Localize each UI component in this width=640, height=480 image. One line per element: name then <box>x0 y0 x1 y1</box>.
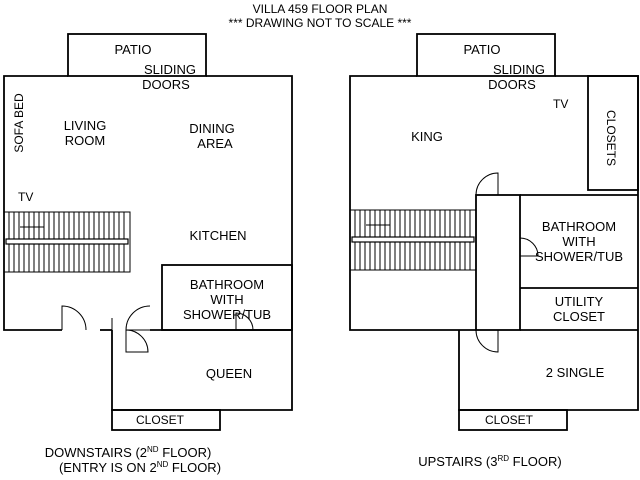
downstairs-plan: PATIO SLIDING DOORS SOFA BED LIVING ROOM… <box>3 33 293 475</box>
downstairs-entry-door-right <box>125 305 151 331</box>
upstairs-closets <box>587 75 639 191</box>
downstairs-sofa-bed-label: SOFA BED <box>12 93 26 153</box>
downstairs-outer-wall <box>3 75 68 331</box>
downstairs-dining-label-2: AREA <box>197 136 233 151</box>
downstairs-caption-2: (ENTRY IS ON 2ND FLOOR) <box>59 460 221 475</box>
downstairs-queen-door <box>125 329 149 353</box>
upstairs-tv-label: TV <box>553 97 568 111</box>
downstairs-outer-wall-top-right <box>206 75 293 330</box>
plan-subtitle: *** DRAWING NOT TO SCALE *** <box>229 16 412 30</box>
downstairs-dining-label-1: DINING <box>189 121 235 136</box>
upstairs-closets-label: CLOSETS <box>604 110 618 166</box>
downstairs-caption-1: DOWNSTAIRS (2ND FLOOR) <box>45 445 212 460</box>
upstairs-outer-wall-right <box>555 75 639 330</box>
downstairs-bath-label-1: BATHROOM <box>190 277 264 292</box>
upstairs-bath-label-3: SHOWER/TUB <box>535 249 623 264</box>
upstairs-plan: PATIO SLIDING DOORS TV CLOSETS KING <box>349 33 639 469</box>
downstairs-closet <box>111 409 221 431</box>
upstairs-closet-label: CLOSET <box>485 413 534 427</box>
upstairs-hall-door-top <box>475 172 499 196</box>
downstairs-closet-label: CLOSET <box>136 413 185 427</box>
upstairs-caption: UPSTAIRS (3RD FLOOR) <box>418 454 562 469</box>
upstairs-utility-label-1: UTILITY <box>555 294 604 309</box>
downstairs-sliding-label-1: SLIDING <box>144 62 196 77</box>
downstairs-kitchen-label: KITCHEN <box>189 228 246 243</box>
upstairs-patio-label: PATIO <box>463 42 500 57</box>
downstairs-staircase <box>3 211 131 273</box>
upstairs-bath-door <box>519 237 539 257</box>
downstairs-living-label-2: ROOM <box>65 133 105 148</box>
upstairs-closet <box>458 409 568 431</box>
upstairs-single-label: 2 SINGLE <box>546 365 605 380</box>
downstairs-sliding-label-2: DOORS <box>142 77 190 92</box>
upstairs-king-label: KING <box>411 129 443 144</box>
upstairs-staircase <box>349 209 477 271</box>
upstairs-bath-label-2: WITH <box>562 234 595 249</box>
downstairs-bath-label-3: SHOWER/TUB <box>183 307 271 322</box>
downstairs-entry-door-left <box>61 305 87 331</box>
downstairs-queen-label: QUEEN <box>206 366 252 381</box>
downstairs-bath-label-2: WITH <box>210 292 243 307</box>
downstairs-patio-label: PATIO <box>114 42 151 57</box>
upstairs-outer-wall <box>349 75 476 331</box>
downstairs-queen-room <box>111 330 293 411</box>
upstairs-sliding-label-1: SLIDING <box>493 62 545 77</box>
downstairs-living-label-1: LIVING <box>64 118 107 133</box>
upstairs-utility-label-2: CLOSET <box>553 309 605 324</box>
upstairs-hallway <box>475 194 521 331</box>
downstairs-bathroom <box>161 264 293 331</box>
upstairs-bath-label-1: BATHROOM <box>542 219 616 234</box>
downstairs-tv-label: TV <box>18 190 33 204</box>
upstairs-hall-door-bottom <box>475 329 499 353</box>
upstairs-sliding-label-2: DOORS <box>488 77 536 92</box>
downstairs-bath-door <box>235 312 254 331</box>
plan-title: VILLA 459 FLOOR PLAN <box>253 2 388 16</box>
